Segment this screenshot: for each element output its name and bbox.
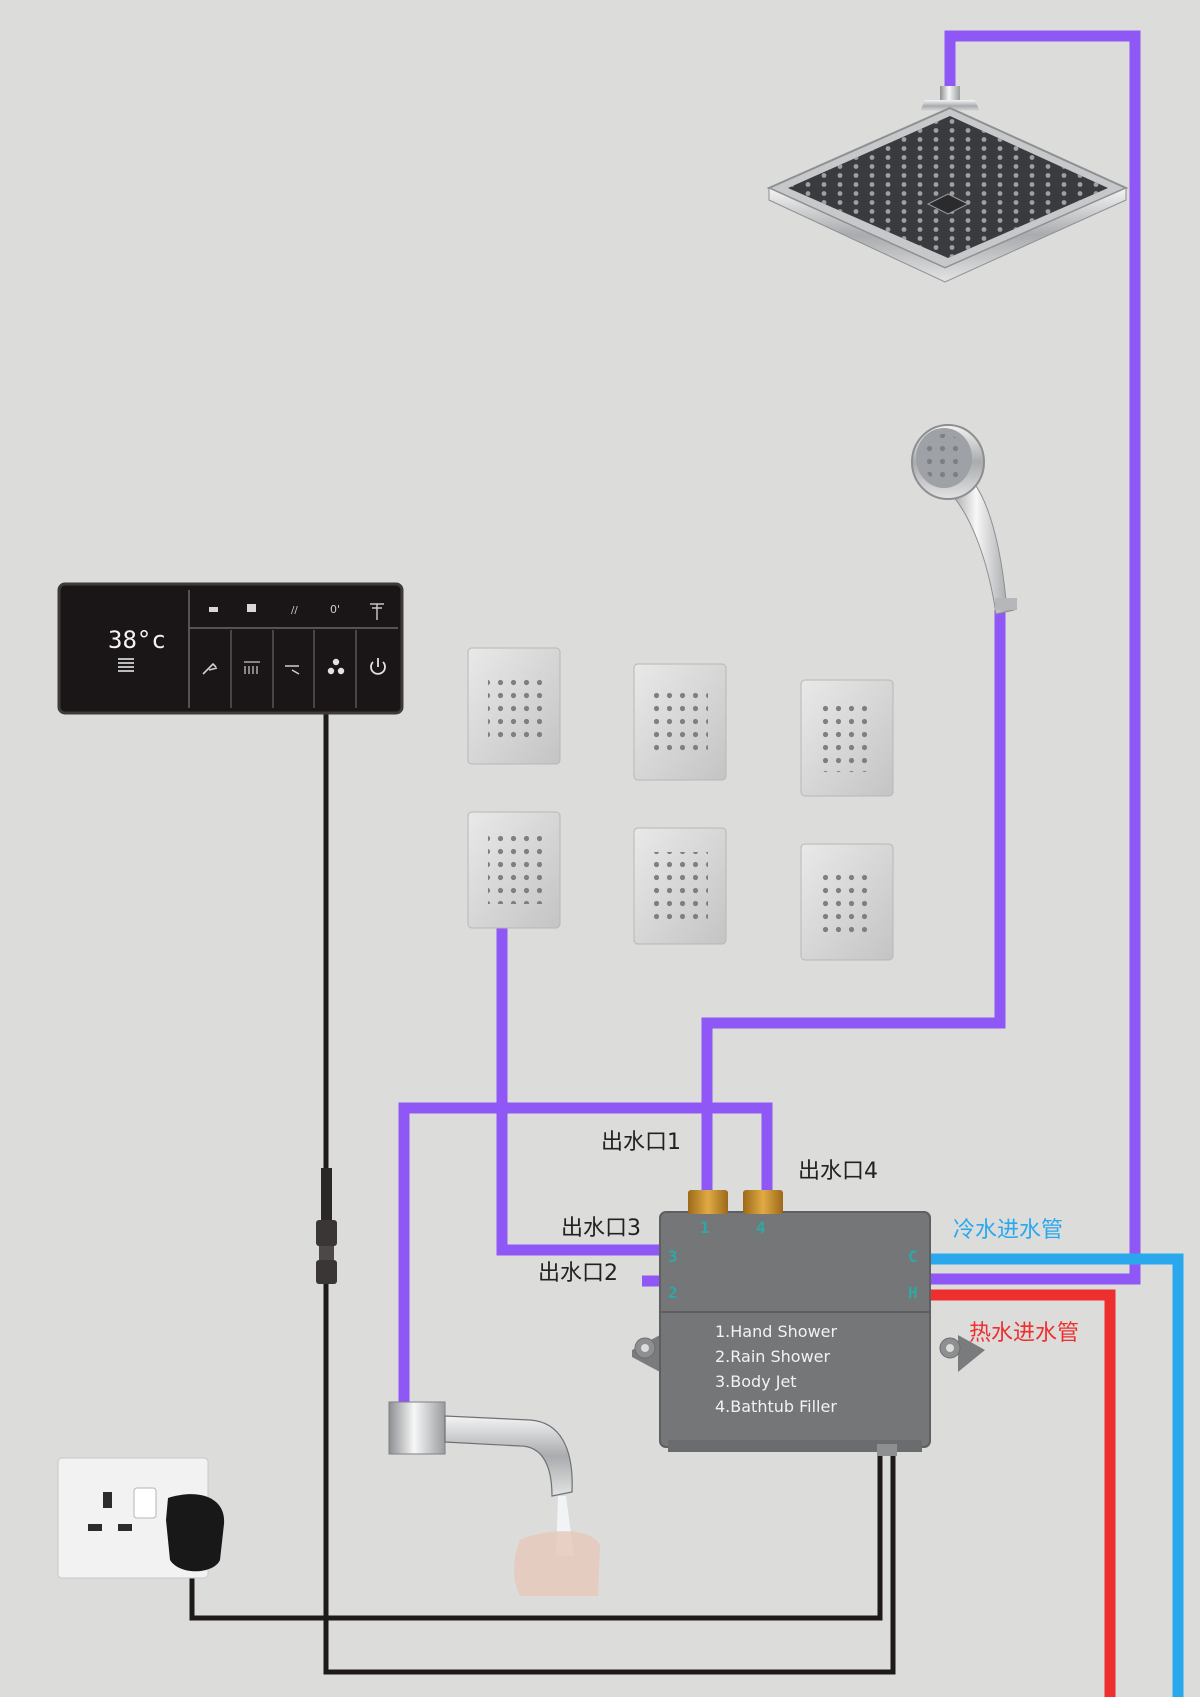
port-4: 4 [756,1218,766,1237]
outlet4-label: 出水口4 [798,1159,878,1184]
legend-item: 2.Rain Shower [715,1347,831,1366]
outlet3-label: 出水口3 [561,1216,641,1241]
flow-icon[interactable]: 0' [330,603,340,616]
power-plug [166,1494,224,1571]
legend-item: 3.Body Jet [715,1372,797,1391]
minus-icon[interactable] [209,607,218,612]
body-jet [634,664,726,780]
body-jet [801,680,893,796]
legend-item: 4.Bathtub Filler [715,1397,837,1416]
port-2: 2 [668,1283,678,1302]
body-jets [468,648,893,960]
legend-item: 1.Hand Shower [715,1322,838,1341]
body-jet [634,828,726,944]
body-jet-pipe [502,925,660,1250]
port-3: 3 [668,1247,678,1266]
bathtub-spout [389,1402,600,1596]
port-c: C [908,1247,918,1266]
outlet1-label: 出水口1 [601,1130,681,1155]
body-jet [468,648,560,764]
rain-shower-head [769,86,1126,282]
spray-mode-icon[interactable]: // [291,605,298,616]
socket-switch[interactable] [134,1488,156,1518]
outlet4-fitting [743,1190,783,1214]
wall-socket [58,1458,224,1578]
stop-icon[interactable] [247,604,256,612]
outlet2-label: 出水口2 [538,1261,618,1286]
port-h: H [908,1283,918,1302]
body-jet [801,844,893,960]
cable-connector [316,1168,337,1284]
hand-shower [912,425,1017,614]
body-jet [468,812,560,928]
port-1: 1 [700,1218,710,1237]
outlet1-fitting [688,1190,728,1214]
temperature-display: 38°c [108,626,166,654]
cold-inlet-label: 冷水进水管 [953,1218,1063,1243]
hot-inlet-label: 热水进水管 [969,1321,1079,1346]
